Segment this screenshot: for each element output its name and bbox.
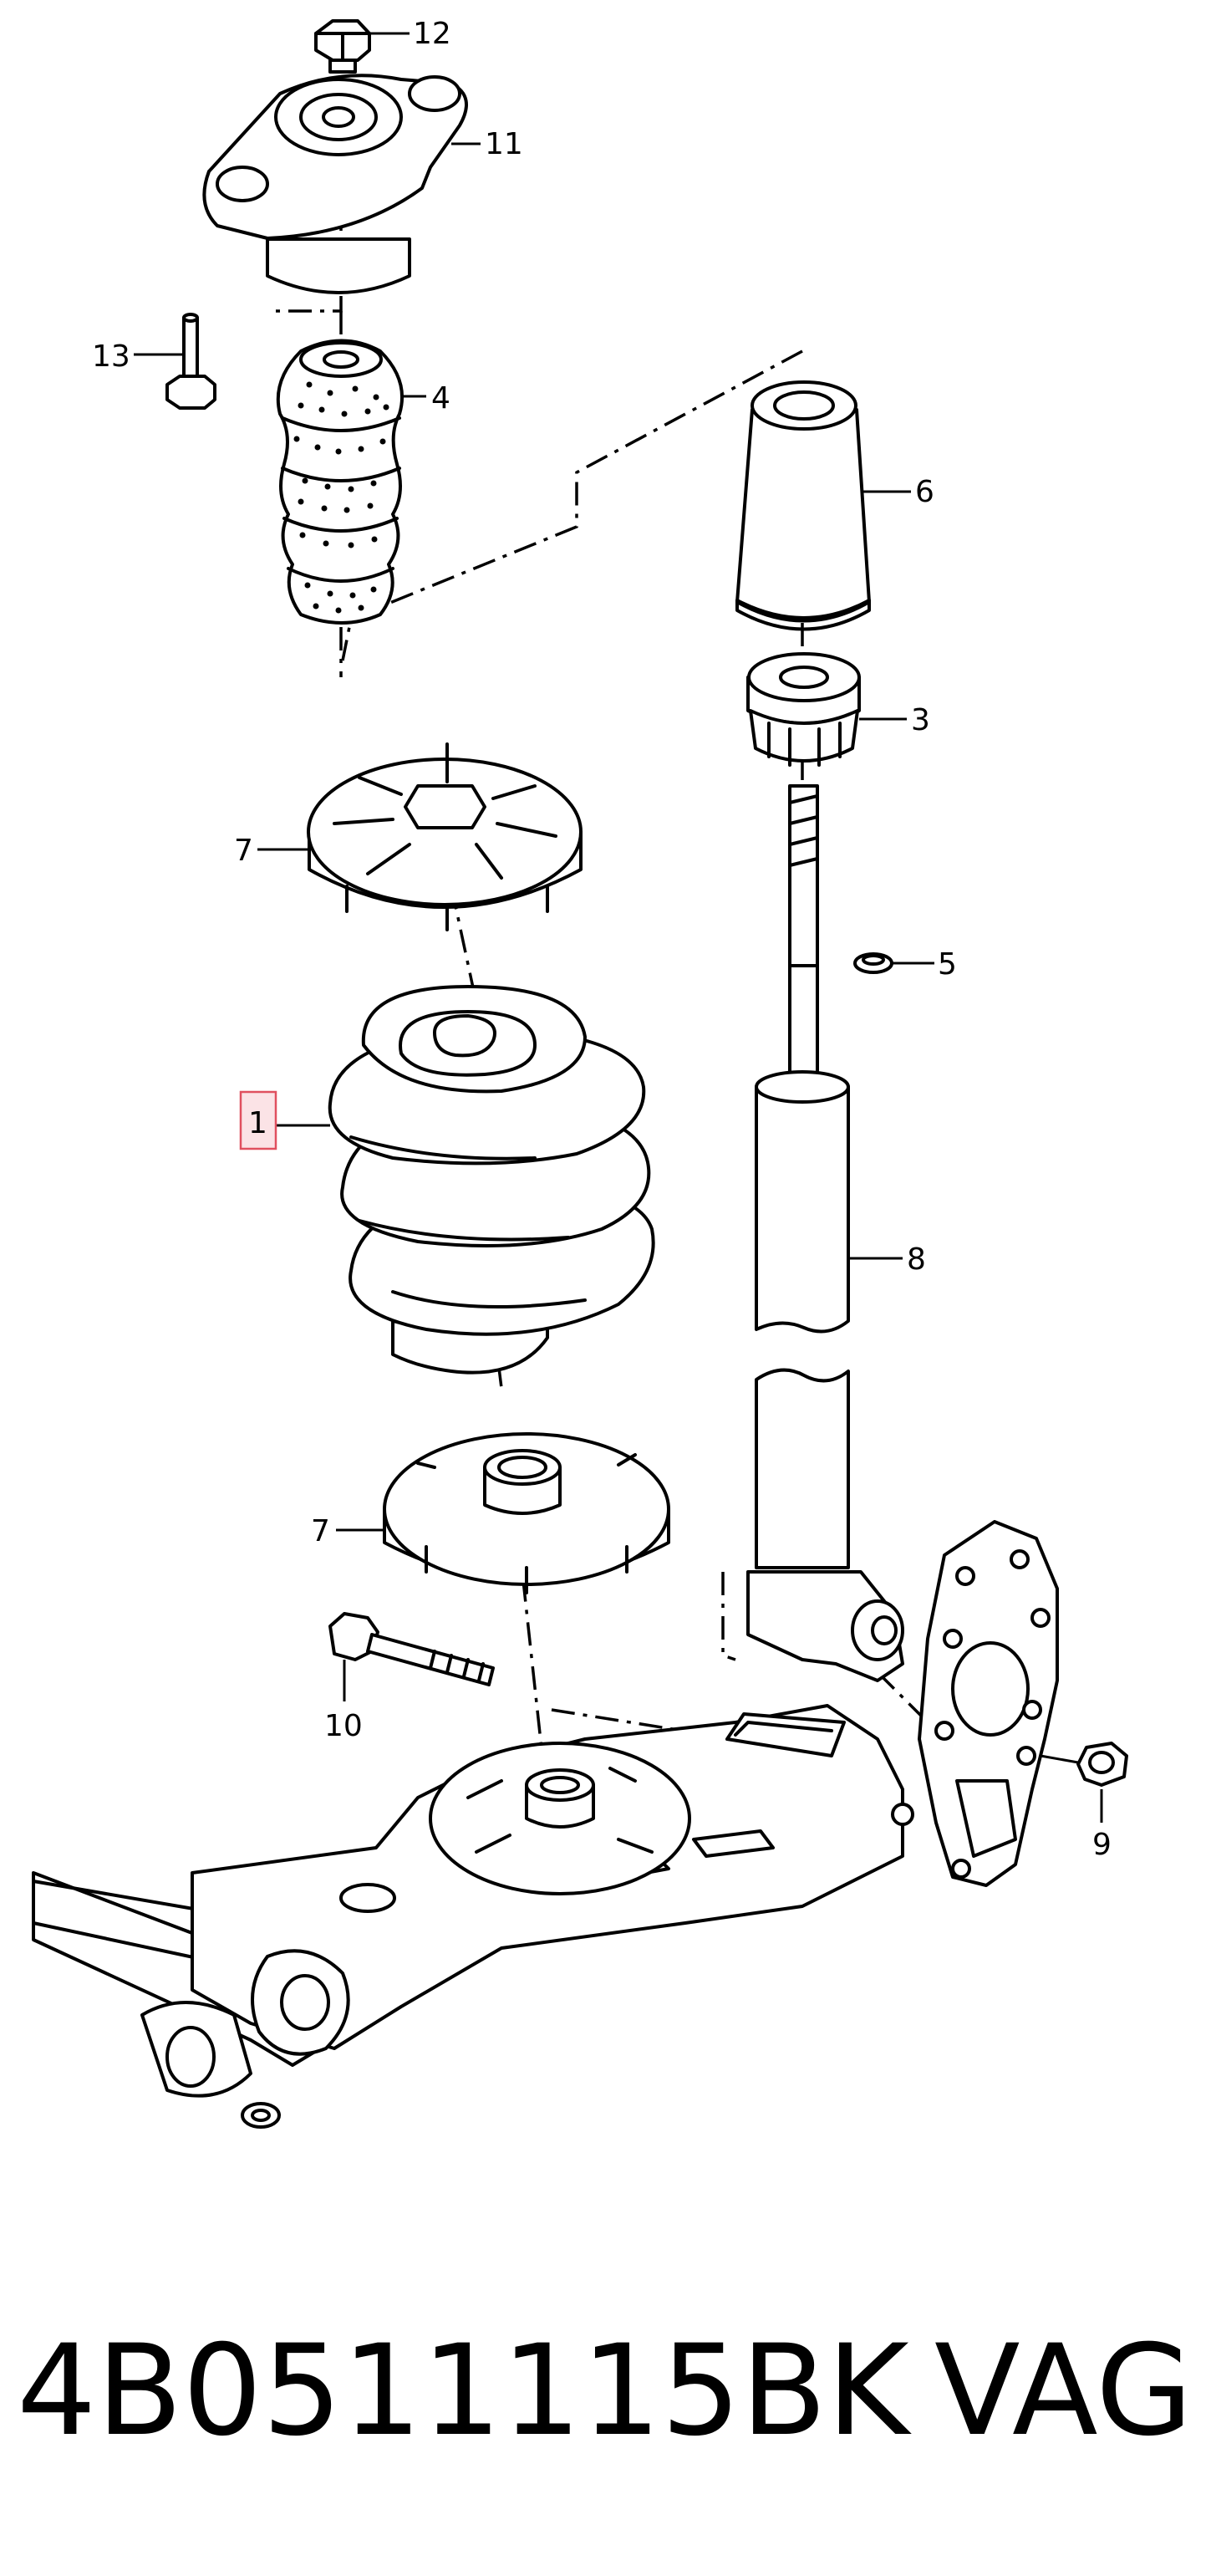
highlight-box-1 [239,1090,277,1150]
label-3: 3 [911,703,930,737]
label-12: 12 [413,17,451,51]
coil-spring [276,985,655,1375]
mount-bolt [134,313,216,410]
bump-stop-texture [293,381,389,614]
label-9: 9 [1092,1828,1112,1862]
upper-mount [202,74,481,294]
label-8: 8 [907,1242,926,1277]
upper-spring-pad [257,742,583,931]
upper-bushing [746,652,907,767]
callout-labels: 1 12 11 13 4 6 3 7 5 8 7 10 9 [92,17,1112,1862]
lower-spring-seat [336,1432,670,1594]
wheel-carrier [891,1520,1059,1887]
label-13: 13 [92,339,130,374]
top-nut [314,19,410,74]
part-number: 4B0511115BK [17,2318,909,2464]
label-7-lower: 7 [311,1514,330,1548]
flange-nut [1040,1742,1128,1823]
label-4: 4 [431,381,450,416]
long-bolt [328,1612,495,1701]
lock-washer [853,952,934,974]
label-10: 10 [324,1709,363,1743]
dust-boot [735,380,911,631]
part-caption: 4B0511115BK VAG [0,2308,1211,2508]
shock-absorber [755,784,903,1569]
label-6: 6 [915,475,934,509]
shock-lower-mount [725,1570,904,1757]
label-5: 5 [938,947,957,982]
bump-stop [276,339,426,625]
label-1: 1 [248,1106,267,1140]
label-7-upper: 7 [234,834,253,868]
label-11: 11 [485,127,523,161]
axle-spring-plate [429,1742,691,1895]
brand-name: VAG [934,2318,1193,2464]
exploded-suspension-diagram: 1 12 11 13 4 6 3 7 5 8 7 10 9 [32,17,1128,2129]
